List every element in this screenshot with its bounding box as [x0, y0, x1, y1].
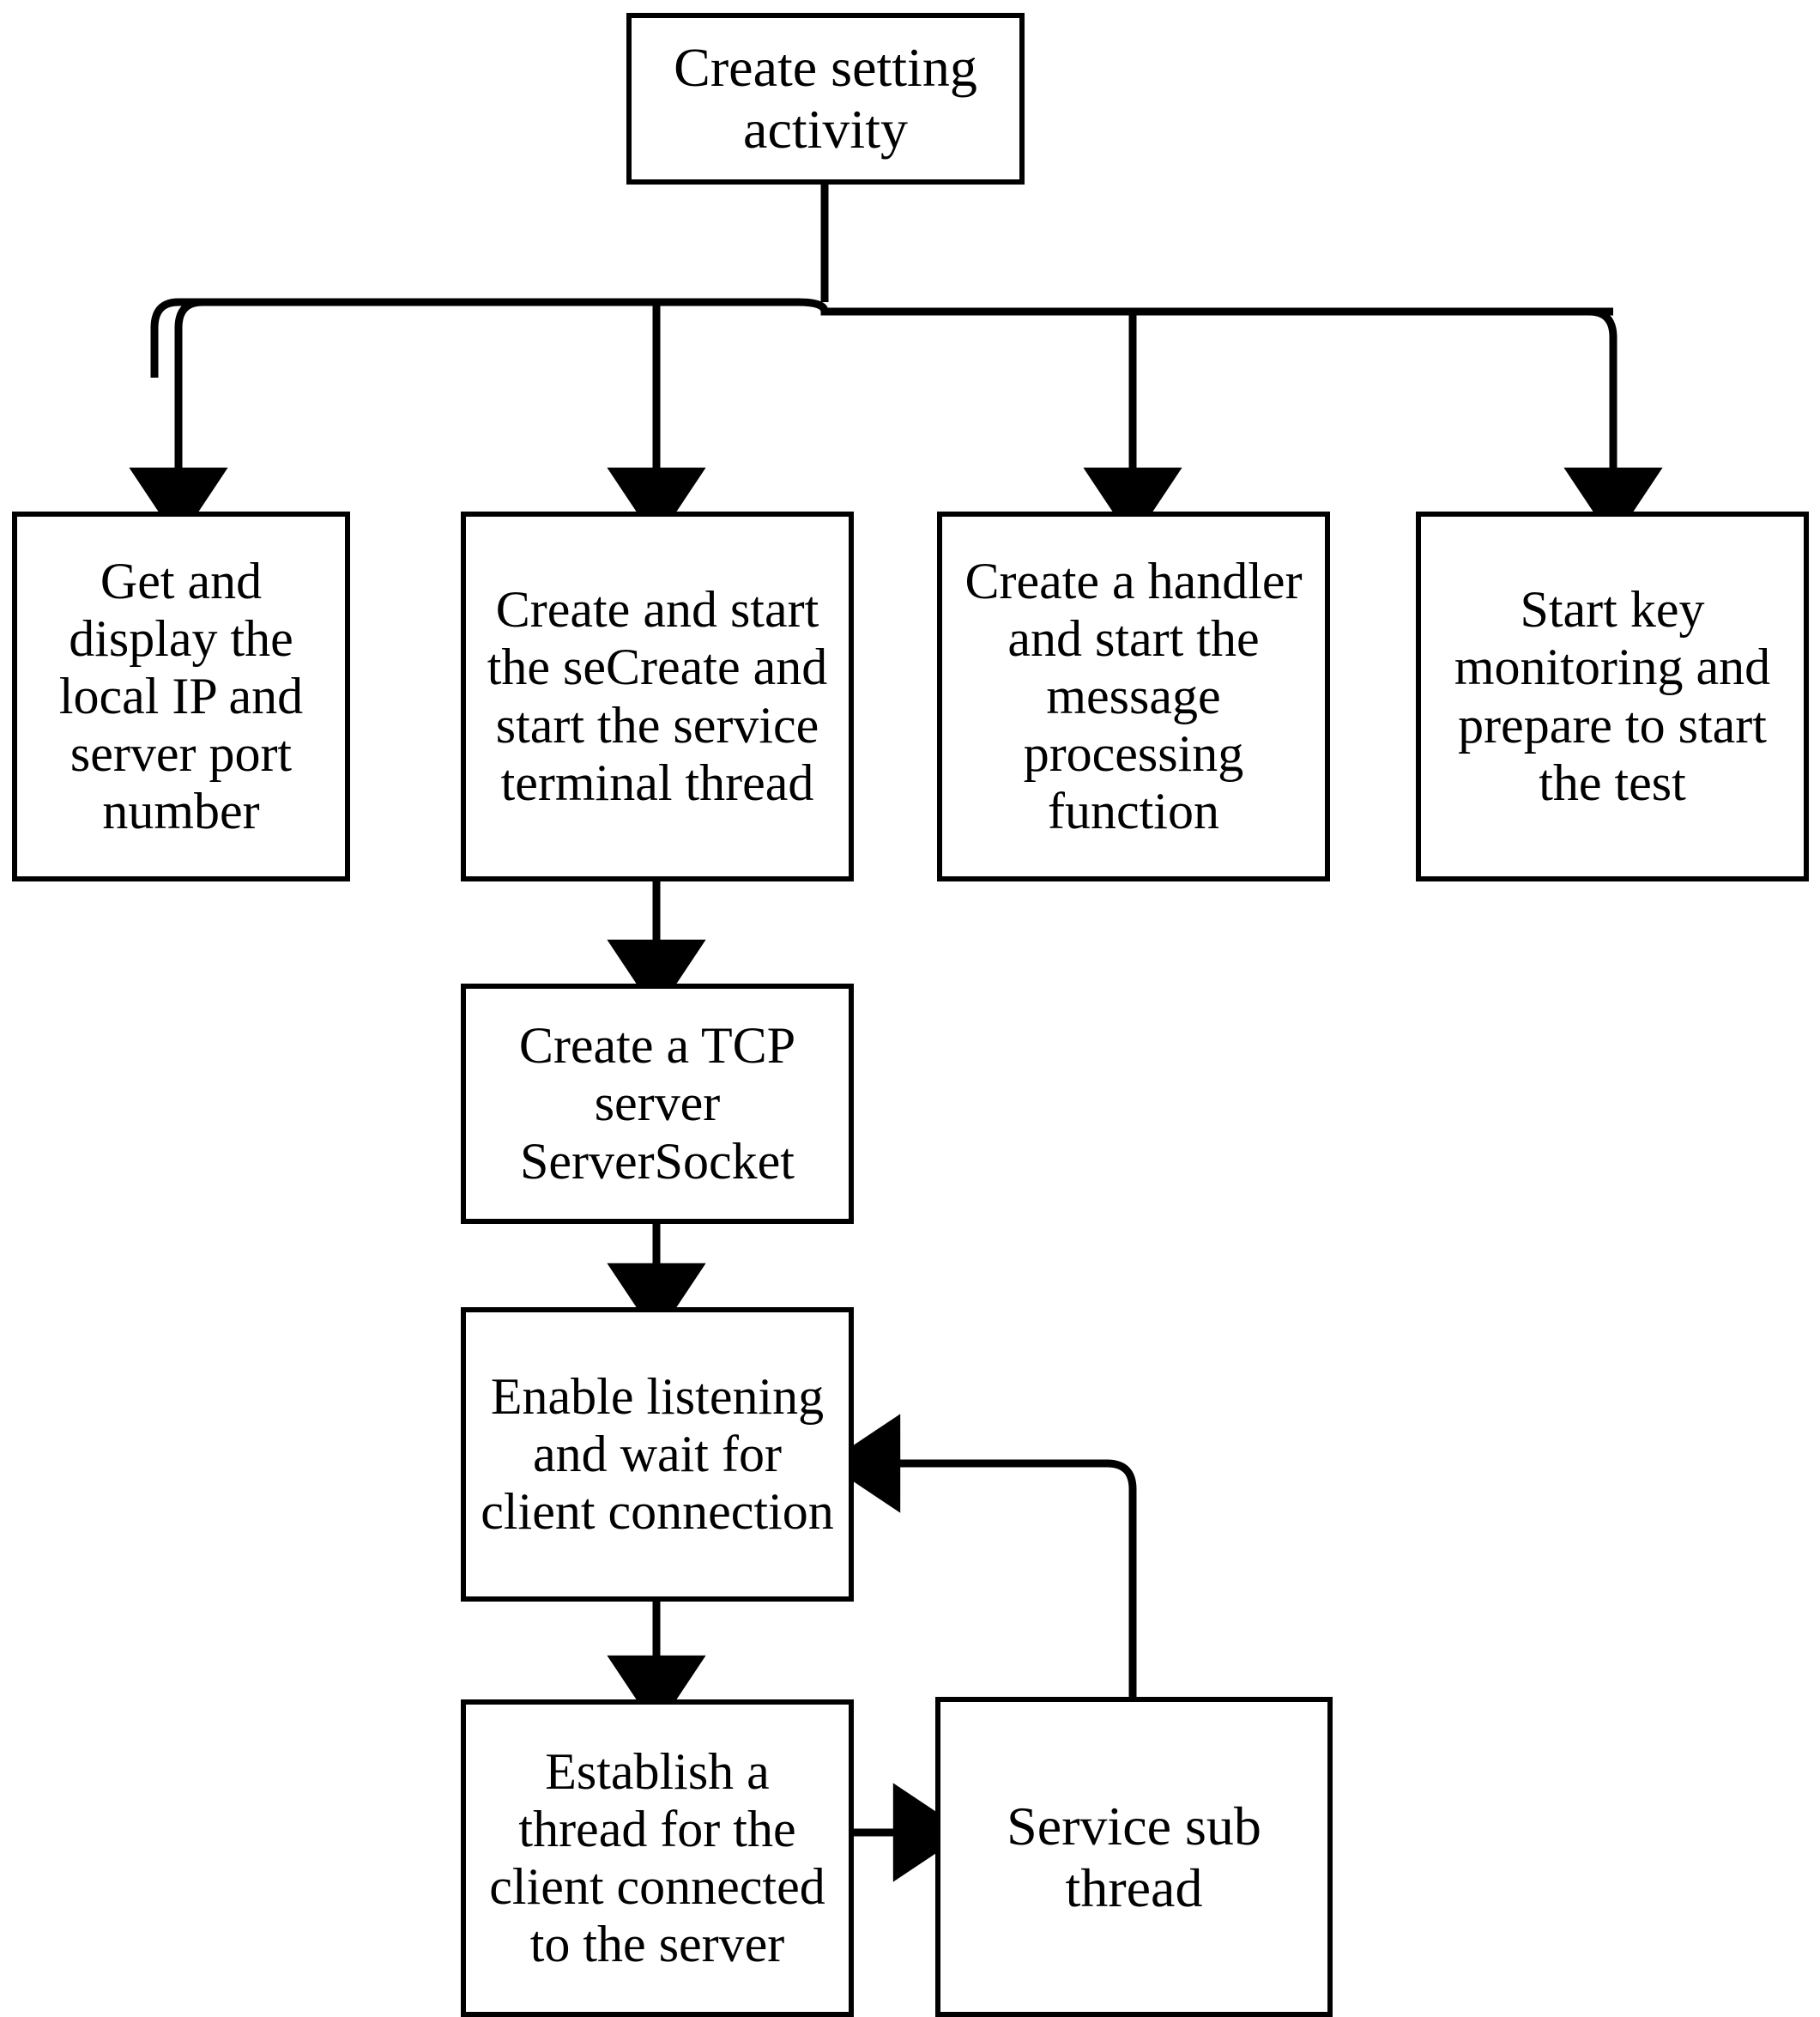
node-label-get-display-ip-port: Get and display the local IP and server … [58, 552, 304, 840]
node-create-handler-message-processing[interactable]: Create a handler and start the message p… [937, 512, 1330, 881]
node-establish-thread-for-client[interactable]: Establish a thread for the client connec… [461, 1699, 854, 2017]
node-get-display-ip-port[interactable]: Get and display the local IP and server … [12, 512, 350, 881]
edge-root-to-get-display [129, 298, 228, 542]
node-create-setting-activity[interactable]: Create setting activity [626, 13, 1025, 185]
node-label-service-sub-thread: Service sub thread [1007, 1795, 1261, 1918]
node-label-create-setting-activity: Create setting activity [674, 37, 977, 160]
node-label-start-key-monitoring: Start key monitoring and prepare to star… [1454, 581, 1771, 811]
edge-subthread-back-to-listen [825, 1414, 1137, 1697]
node-label-create-handler-message-processing: Create a handler and start the message p… [964, 552, 1303, 840]
edge-root-to-key-monitoring [1563, 307, 1663, 542]
node-create-tcp-serversocket[interactable]: Create a TCP server ServerSocket [461, 984, 854, 1224]
node-start-key-monitoring[interactable]: Start key monitoring and prepare to star… [1416, 512, 1809, 881]
node-label-create-start-service-terminal-thread: Create and start the seCreate and start … [487, 581, 828, 811]
node-label-enable-listening-wait-client: Enable listening and wait for client con… [481, 1367, 834, 1541]
node-create-start-service-terminal-thread[interactable]: Create and start the seCreate and start … [461, 512, 854, 881]
node-enable-listening-wait-client[interactable]: Enable listening and wait for client con… [461, 1307, 854, 1602]
node-service-sub-thread[interactable]: Service sub thread [935, 1697, 1333, 2017]
edge-bus-jog [797, 298, 837, 316]
node-label-establish-thread-for-client: Establish a thread for the client connec… [489, 1742, 825, 1973]
edge-branch-1-corner [150, 298, 179, 378]
node-label-create-tcp-serversocket: Create a TCP server ServerSocket [518, 1017, 796, 1190]
